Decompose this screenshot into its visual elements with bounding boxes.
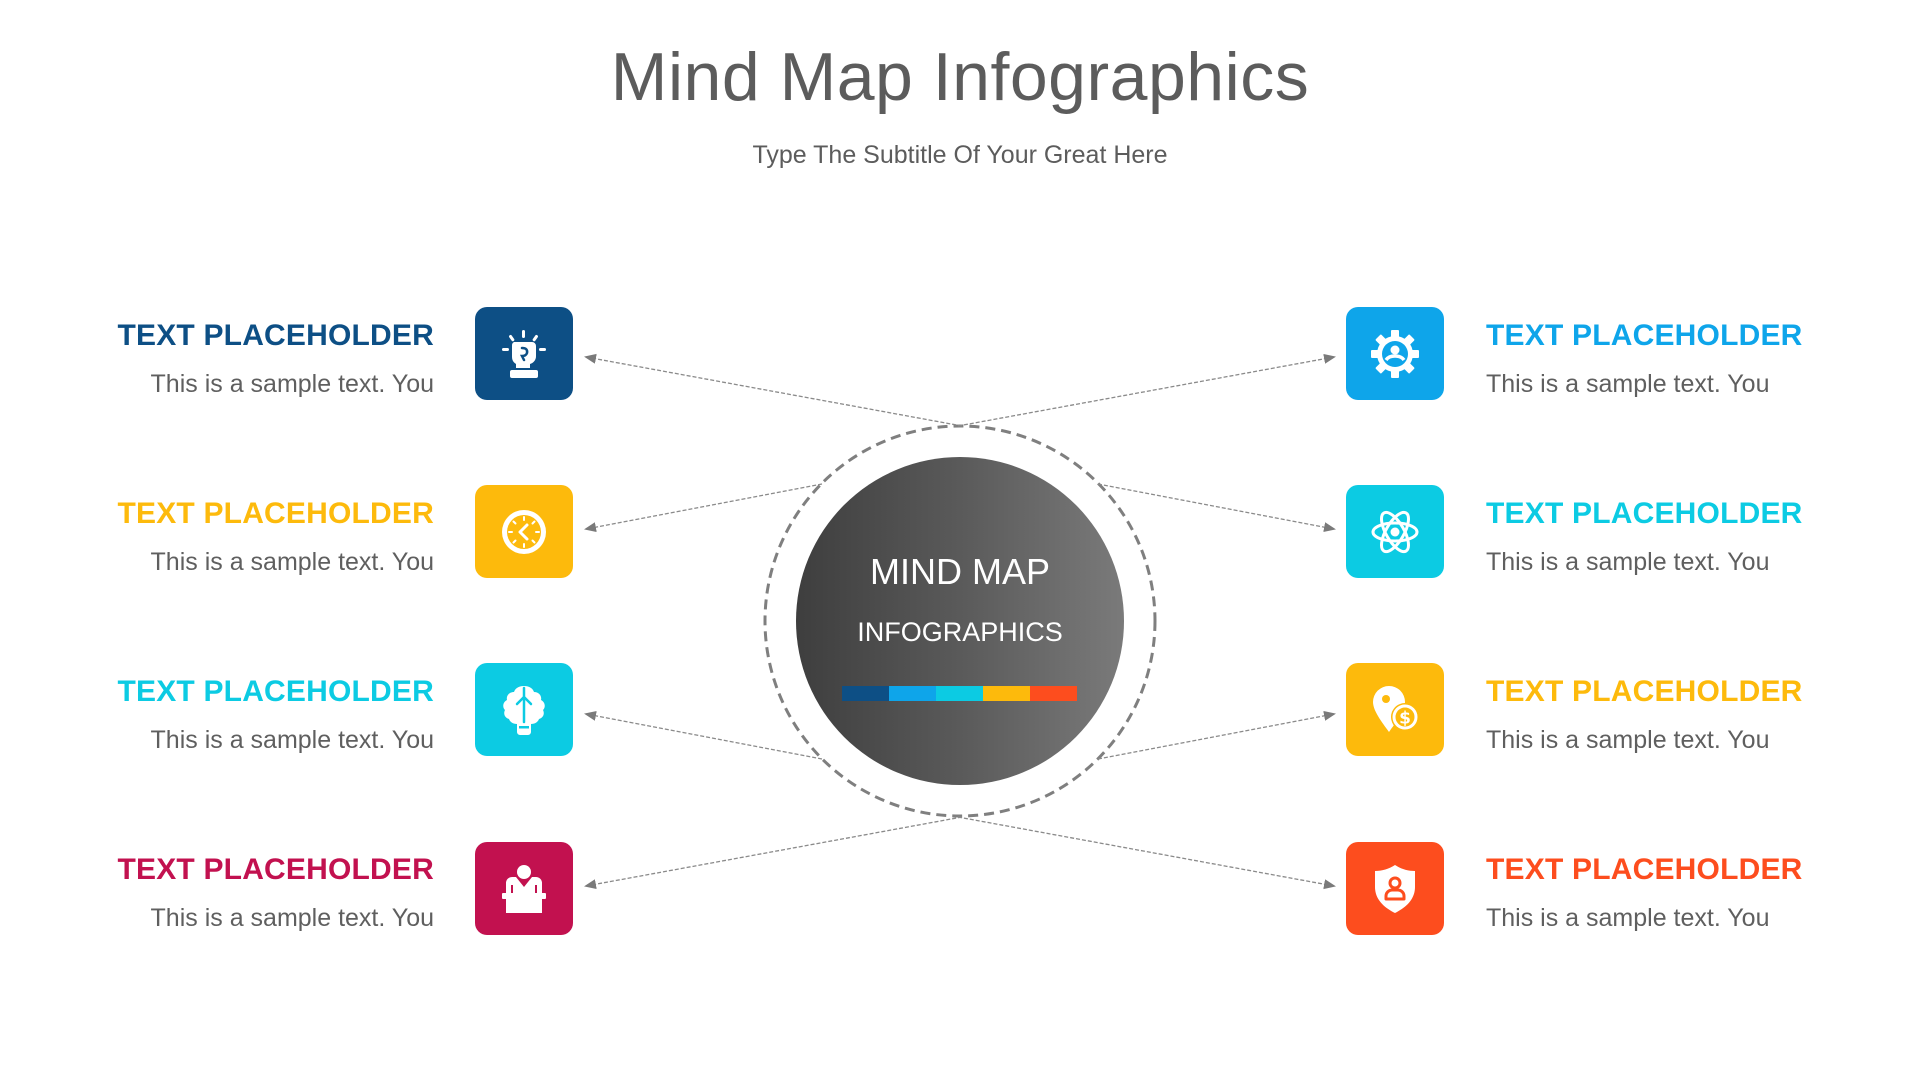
item-body: This is a sample text. You: [150, 370, 434, 398]
page-subtitle: Type The Subtitle Of Your Great Here: [752, 141, 1168, 169]
item-heading: TEXT PLACEHOLDER: [117, 675, 434, 708]
item-body: This is a sample text. You: [150, 904, 434, 932]
strip-segment: [889, 686, 936, 701]
strip-segment: [1030, 686, 1077, 701]
item-heading: TEXT PLACEHOLDER: [1486, 853, 1803, 886]
center-subtitle: INFOGRAPHICS: [857, 617, 1063, 647]
item-left-2: TEXT PLACEHOLDER This is a sample text. …: [74, 496, 434, 577]
strip-segment: [936, 686, 983, 701]
item-heading: TEXT PLACEHOLDER: [1486, 675, 1803, 708]
page-title: Mind Map Infographics: [610, 39, 1310, 115]
clock-icon: [502, 509, 546, 554]
icon-box-right-1: [1346, 307, 1444, 400]
icon-box-left-1: [475, 307, 573, 400]
item-right-1: TEXT PLACEHOLDER This is a sample text. …: [1486, 318, 1846, 399]
icon-box-left-3: [475, 663, 573, 756]
speaker-podium-icon: [502, 864, 546, 913]
svg-text:$: $: [1399, 708, 1411, 728]
item-left-4: TEXT PLACEHOLDER This is a sample text. …: [74, 852, 434, 933]
item-body: This is a sample text. You: [150, 726, 434, 754]
item-left-1: TEXT PLACEHOLDER This is a sample text. …: [74, 318, 434, 399]
item-heading: TEXT PLACEHOLDER: [1486, 497, 1803, 530]
center-title: MIND MAP: [870, 551, 1050, 592]
item-left-3: TEXT PLACEHOLDER This is a sample text. …: [74, 674, 434, 755]
item-body: This is a sample text. You: [1486, 548, 1770, 576]
item-heading: TEXT PLACEHOLDER: [117, 319, 434, 352]
item-heading: TEXT PLACEHOLDER: [1486, 319, 1803, 352]
item-body: This is a sample text. You: [1486, 904, 1770, 932]
icon-box-left-2: [475, 485, 573, 578]
item-body: This is a sample text. You: [1486, 370, 1770, 398]
connector-right-1: [957, 353, 1336, 427]
item-heading: TEXT PLACEHOLDER: [117, 497, 434, 530]
brain-bulb-icon: [503, 685, 545, 735]
icon-box-right-2: [1346, 485, 1444, 578]
item-right-2: TEXT PLACEHOLDER This is a sample text. …: [1486, 496, 1846, 577]
connector-left-4: [584, 816, 963, 890]
icon-box-right-4: [1346, 842, 1444, 935]
icon-box-left-4: [475, 842, 573, 935]
gear-user-icon: [1371, 329, 1419, 378]
connector-left-1: [584, 353, 963, 427]
item-body: This is a sample text. You: [1486, 726, 1770, 754]
item-right-4: TEXT PLACEHOLDER This is a sample text. …: [1486, 852, 1846, 933]
strip-segment: [983, 686, 1030, 701]
color-strip: [842, 686, 1077, 701]
connector-left-2: [584, 483, 823, 533]
strip-segment: [842, 686, 889, 701]
connector-left-3: [584, 710, 823, 760]
shield-user-icon: [1375, 864, 1415, 913]
connector-right-4: [957, 816, 1336, 890]
icon-box-right-3: $: [1346, 663, 1444, 756]
item-body: This is a sample text. You: [150, 548, 434, 576]
location-dollar-icon: $: [1373, 685, 1419, 732]
item-heading: TEXT PLACEHOLDER: [117, 853, 434, 886]
connector-right-2: [1097, 483, 1336, 533]
connector-right-3: [1097, 710, 1336, 760]
item-right-3: TEXT PLACEHOLDER This is a sample text. …: [1486, 674, 1846, 755]
center-hub: MIND MAP INFOGRAPHICS: [796, 457, 1124, 785]
atom-icon: [1371, 510, 1419, 553]
fist-icon: [502, 329, 546, 378]
